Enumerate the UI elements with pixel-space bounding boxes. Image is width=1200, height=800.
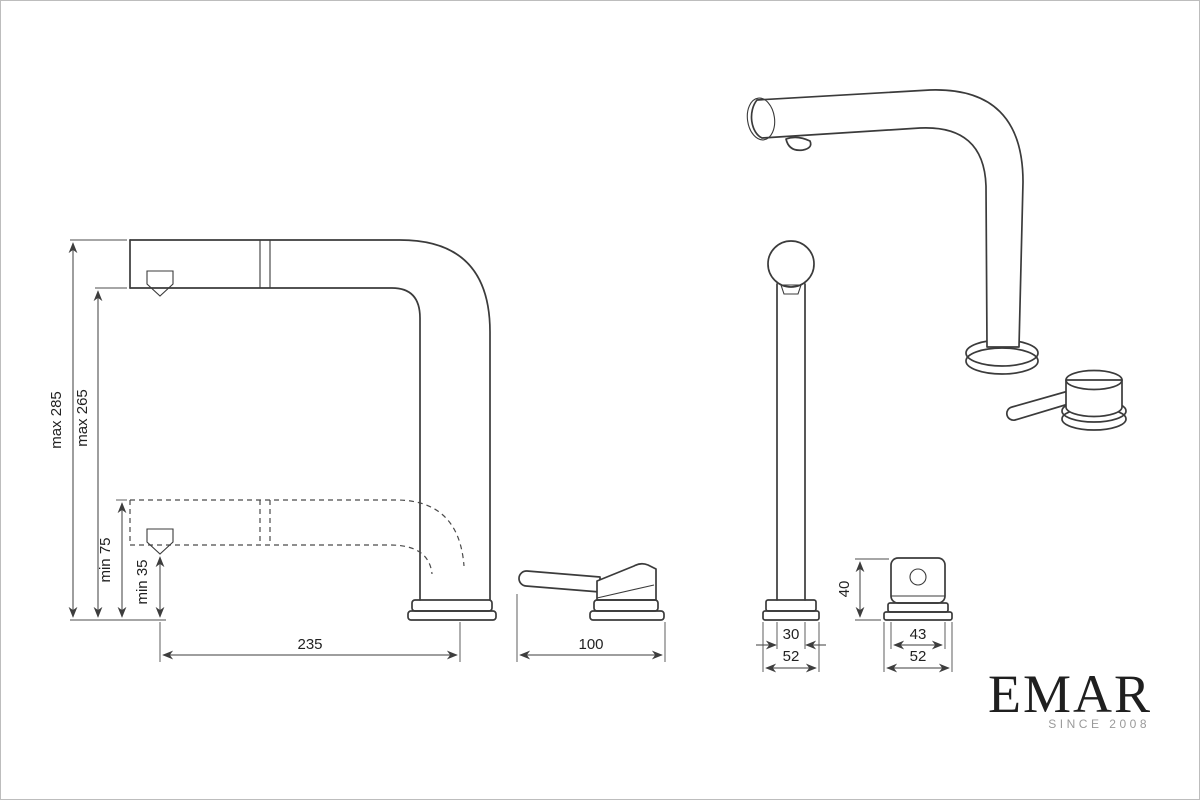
handle-base-lower (589, 610, 665, 621)
perspective-handle-knob (1065, 379, 1123, 418)
handle-base-upper (593, 599, 659, 612)
lowered-inner-profile (130, 544, 433, 575)
dim-label-235: 235 (297, 636, 322, 653)
dimension-annotations-vertical: max 285 max 265 min 75 min 35 (48, 239, 166, 621)
perspective-handle-knob-top (1065, 369, 1123, 391)
faucet-perspective-view (746, 89, 1127, 431)
dim-label-40: 40 (836, 581, 853, 598)
dim-label-30: 30 (783, 626, 800, 643)
dimension-annotations-bottom-left: 235 100 (159, 594, 666, 662)
faucet-front-view (762, 240, 820, 621)
dimension-annotations-handle-front: 40 43 52 (836, 558, 953, 673)
brand-tagline: SINCE 2008 (1048, 717, 1150, 731)
faucet-outer-profile (129, 239, 491, 601)
handle-front-pin (909, 568, 927, 586)
base-flange-lower (407, 610, 497, 621)
perspective-spray-face (746, 97, 776, 141)
base-flange-upper (411, 599, 493, 612)
aerator-front (780, 284, 802, 295)
perspective-spout-tube (750, 89, 1024, 348)
front-base-lower (762, 610, 820, 621)
dim-label-min-35: min 35 (134, 559, 151, 604)
handle-front-base-upper (887, 602, 949, 613)
handle-lever (518, 570, 601, 593)
perspective-flange-lower (965, 347, 1039, 375)
aerator-nub (146, 270, 174, 297)
dim-label-max-265: max 265 (74, 389, 91, 447)
dim-label-43: 43 (910, 626, 927, 643)
handle-body (596, 562, 657, 601)
faucet-side-view (129, 239, 497, 621)
lowered-outer-profile (130, 499, 465, 567)
dimension-annotations-front: 30 52 (756, 622, 826, 673)
perspective-handle-lever (1006, 389, 1076, 421)
spout-head-front (767, 240, 815, 288)
handle-side-view (518, 562, 665, 621)
brand-logo: EMAR SINCE 2008 (988, 664, 1152, 731)
handle-front-view (883, 557, 953, 621)
dim-label-100: 100 (578, 636, 603, 653)
perspective-aerator-nub (785, 136, 812, 152)
lowered-aerator-nub (146, 528, 174, 555)
handle-body-seam (596, 584, 655, 599)
faucet-inner-profile (129, 287, 421, 601)
front-base-upper (765, 599, 817, 612)
brand-name: EMAR (988, 664, 1152, 724)
faucet-side-view-lowered (129, 499, 465, 575)
handle-front-base-lower (883, 611, 953, 621)
dim-label-52-front: 52 (783, 648, 800, 665)
dim-label-min-75: min 75 (97, 537, 114, 582)
dim-label-max-285: max 285 (48, 391, 65, 449)
dim-label-52-handle: 52 (910, 648, 927, 665)
